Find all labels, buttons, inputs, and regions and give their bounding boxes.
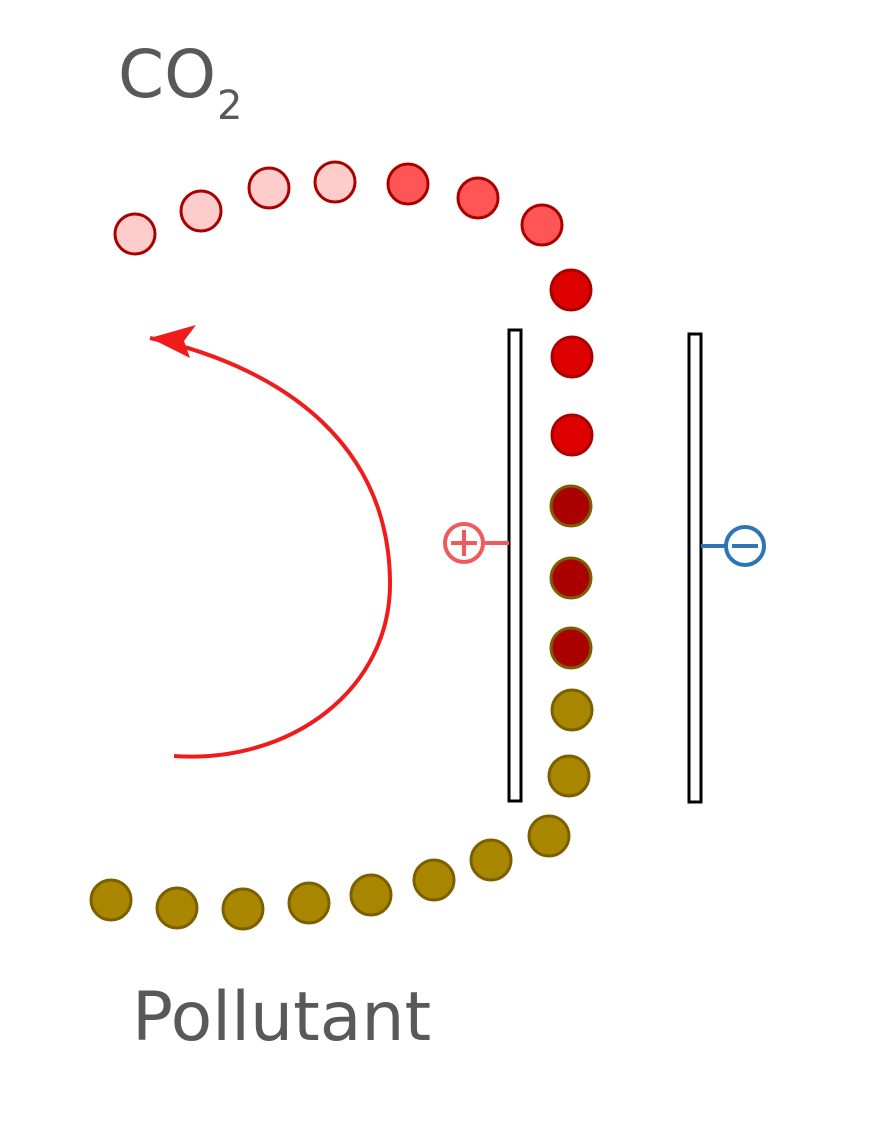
pollutant-molecule	[287, 881, 331, 925]
adsorbed-molecule	[549, 626, 593, 670]
particle-stream	[89, 160, 594, 931]
pollutant-molecule	[349, 873, 393, 917]
adsorbed-molecule	[549, 556, 593, 600]
co2-label-subscript: 2	[217, 83, 243, 129]
co2-label: CO2	[118, 42, 243, 127]
co2-molecule	[520, 203, 564, 247]
co2-molecule	[386, 162, 430, 206]
co2-molecule	[456, 176, 500, 220]
positive-electrode-plate	[507, 328, 523, 803]
co2-label-main: CO	[118, 36, 217, 113]
co2-molecule	[113, 212, 157, 256]
flow-arrow	[149, 336, 393, 759]
pollutant-molecule	[412, 858, 456, 902]
negative-terminal	[701, 525, 766, 567]
negative-electrode-plate	[687, 332, 703, 804]
co2-molecule	[313, 160, 357, 204]
pollutant-molecule	[527, 814, 571, 858]
positive-terminal	[443, 522, 509, 564]
pollutant-molecule	[469, 838, 513, 882]
co2-molecule	[549, 268, 593, 312]
co2-molecule	[179, 189, 223, 233]
pollutant-molecule	[89, 878, 133, 922]
pollutant-molecule	[547, 754, 591, 798]
pollutant-label: Pollutant	[132, 978, 432, 1057]
flow-arrowhead	[150, 325, 196, 358]
co2-molecule	[550, 413, 594, 457]
pollutant-molecule	[155, 886, 199, 930]
co2-molecule	[247, 166, 291, 210]
adsorbed-molecule	[549, 484, 593, 528]
co2-molecule	[550, 335, 594, 379]
pollutant-molecule	[550, 688, 594, 732]
pollutant-molecule	[221, 887, 265, 931]
